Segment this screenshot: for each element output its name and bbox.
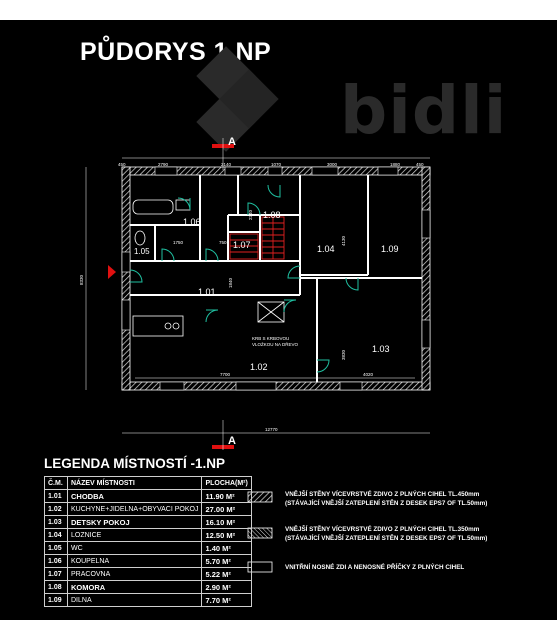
legend-room-number: 1.03 [44, 515, 68, 529]
windows [121, 166, 431, 391]
room-label-1.03: 1.03 [372, 344, 390, 354]
dim-inner-misc1: 1750 [173, 240, 184, 245]
section-marker-bottom [212, 420, 234, 450]
fireplace-note-2: VLOŽKOU NA DŘEVO [252, 340, 299, 347]
legend-room-name: LOZNICE [66, 528, 203, 542]
bidli-logo-icon [196, 46, 279, 152]
floor-plan: A A 1.06 1.05 1.07 1.08 1.04 1.09 1.01 1… [79, 46, 431, 573]
legend-room-area: 27.00 M² [201, 502, 252, 516]
dim-inner-h1: 7700 [220, 372, 231, 377]
room-label-1.04: 1.04 [317, 244, 335, 254]
room-label-1.09: 1.09 [381, 244, 399, 254]
dim-top-1: 2790 [158, 162, 169, 167]
wall-legend-interior-line1: VNITŘNÍ NOSNÉ ZDI A NENOSNÉ PŘÍČKY Z PLN… [285, 564, 465, 571]
dim-top-4: 3000 [327, 162, 338, 167]
dim-top-2: 2140 [221, 162, 232, 167]
legend-room-area: 2.90 M² [201, 580, 252, 594]
dim-bottom: 12770 [265, 427, 278, 432]
wall-legend-350-line1: VNĚJŠÍ STĚNY VÍCEVRSTVÉ ZDIVO Z PLNÝCH C… [285, 526, 480, 533]
wall-legend-450-line2: (STÁVAJÍCÍ VNĚJŠÍ ZATEPLENÍ STĚN Z DESEK… [285, 500, 488, 507]
fireplace-note-1: KRB S KRBOVOU [252, 336, 289, 341]
legend-room-area: 1.40 M² [201, 541, 252, 555]
legend-header-name: NÁZEV MÍSTNOSTI [66, 476, 203, 490]
doors [129, 184, 359, 373]
legend-room-area: 7.70 M² [201, 593, 252, 607]
legend-room-area: 5.22 M² [201, 567, 252, 581]
legend-room-name: DETSKY POKOJ [66, 515, 203, 529]
dimension-lines [85, 157, 430, 434]
section-marker-top [212, 138, 234, 170]
legend-header-number: Č.M. [44, 476, 68, 490]
dim-top-6: 450 [416, 162, 424, 167]
wall-legend-interior: VNITŘNÍ NOSNÉ ZDI A NENOSNÉ PŘÍČKY Z PLN… [285, 563, 464, 572]
wall-legend-350: VNĚJŠÍ STĚNY VÍCEVRSTVÉ ZDIVO Z PLNÝCH C… [285, 525, 487, 543]
legend-room-number: 1.07 [44, 567, 68, 581]
legend-room-number: 1.05 [44, 541, 68, 555]
legend-header-area: PLOCHA(M²) [201, 476, 252, 490]
legend-room-name: CHODBA [66, 489, 203, 503]
dim-inner-misc2: 750 [219, 240, 227, 245]
legend-room-area: 11.90 M² [201, 489, 252, 503]
legend-title: LEGENDA MÍSTNOSTÍ -1.NP [44, 456, 226, 471]
legend-room-name: KOMORA [66, 580, 203, 594]
fireplace [257, 301, 285, 323]
legend-room-number: 1.01 [44, 489, 68, 503]
dim-inner-v1: 1840 [228, 277, 233, 288]
kitchen-counter [132, 315, 184, 337]
legend-room-name: KOUPELNA [66, 554, 203, 568]
legend-room-area: 12.50 M² [201, 528, 252, 542]
wall-legend-450: VNĚJŠÍ STĚNY VÍCEVRSTVÉ ZDIVO Z PLNÝCH C… [285, 490, 487, 508]
legend-room-number: 1.04 [44, 528, 68, 542]
legend-room-area: 16.10 M² [201, 515, 252, 529]
legend-room-number: 1.09 [44, 593, 68, 607]
legend-room-name: DILNA [66, 593, 203, 607]
legend-room-number: 1.02 [44, 502, 68, 516]
legend-header-row: Č.M. NÁZEV MÍSTNOSTI PLOCHA(M²) [44, 476, 252, 490]
drawing-canvas: PŮDORYS 1.NP bidli [0, 20, 557, 620]
room-label-1.08: 1.08 [263, 210, 281, 220]
legend-room-area: 5.70 M² [201, 554, 252, 568]
legend-room-name: PRACOVNA [66, 567, 203, 581]
dim-inner-h2: 4020 [363, 372, 374, 377]
room-label-1.07: 1.07 [233, 240, 251, 250]
section-label-bottom: A [228, 435, 236, 447]
room-label-1.01: 1.01 [198, 287, 216, 297]
wall-legend-350-line2: (STÁVAJÍCÍ VNĚJŠÍ ZATEPLENÍ STĚN Z DESEK… [285, 535, 488, 542]
wall-legend-450-line1: VNĚJŠÍ STĚNY VÍCEVRSTVÉ ZDIVO Z PLNÝCH C… [285, 491, 480, 498]
room-label-1.05: 1.05 [134, 247, 150, 256]
dim-top-5: 1880 [390, 162, 401, 167]
bidli-logo-text: bidli [340, 72, 508, 149]
dim-inner-v3: 3830 [341, 349, 346, 360]
dim-inner-v4: 2340 [248, 209, 253, 220]
legend-room-name: KUCHYNE+JIDELNA+OBYVACI POKOJ [66, 502, 203, 516]
dim-top-3: 1070 [271, 162, 282, 167]
dim-top-small: 450 [118, 162, 126, 167]
room-label-1.02: 1.02 [250, 362, 268, 372]
bathroom-fixtures [132, 199, 191, 246]
interior-walls [130, 175, 422, 382]
room-label-1.06: 1.06 [183, 217, 201, 227]
legend-room-name: WC [66, 541, 203, 555]
section-label-top: A [228, 136, 236, 148]
staircase [229, 216, 285, 260]
legend-room-number: 1.08 [44, 580, 68, 594]
legend-room-number: 1.06 [44, 554, 68, 568]
dim-left: 8330 [79, 274, 84, 285]
entrance-marker [108, 265, 116, 279]
dim-inner-v2: 4130 [341, 235, 346, 246]
